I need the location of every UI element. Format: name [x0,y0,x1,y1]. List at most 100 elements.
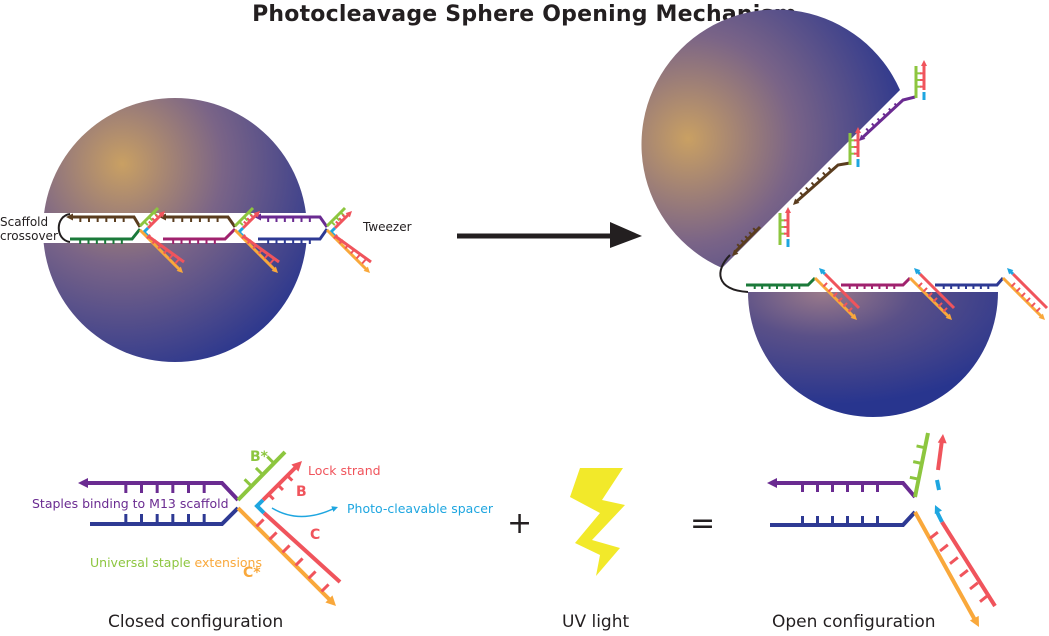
lock-strand-arrowhead [785,207,791,213]
scaffold-crossover-line2: crossover [0,229,58,243]
lock-tick [276,483,285,492]
tweezer-label: Tweezer [363,220,412,234]
open-sphere-strands [719,60,1049,320]
lock-strand-c [918,272,956,310]
staple-tick [827,166,832,172]
b-star-tick [148,216,154,222]
spacer-arrowhead [819,268,826,275]
closed-sphere-bottom-half [43,243,307,362]
b-star-tick [243,478,253,488]
lock-tick [154,214,160,219]
staple-tick [822,171,827,177]
staple-tick [816,176,821,182]
c-tick [333,234,338,240]
staple-tick [744,235,749,240]
c-tick [168,254,174,260]
c-tick [344,244,350,250]
b-star-tick [330,220,336,226]
b-star-strand [913,432,930,498]
c-tick [949,556,959,565]
open-sphere [641,9,1049,417]
staple-blue [770,510,917,527]
staple-tick [805,186,810,192]
staple-tick [740,239,745,244]
spacer-pointer [271,507,336,518]
lock-tick [338,217,343,222]
c-tick [1020,292,1026,298]
lock-strand-arrowhead [345,211,352,218]
open-sphere-top-hemisphere [641,9,900,269]
b-star-tick [238,220,244,226]
staple-lower [935,277,1005,287]
equals-sign: = [690,506,716,541]
staple-diagonal [860,95,916,140]
lock-strand-c [823,272,861,310]
lock-tick [243,220,248,226]
c-tick [163,249,168,255]
cleaved-tweezer-lower [813,268,861,320]
c-star-arrowhead [363,266,370,273]
spacer-arrowhead [1007,268,1014,275]
b-star-tick [909,475,919,481]
b-star-tick [243,216,249,222]
c-tick [1025,297,1031,303]
scaffold-crossover-label: Scaffold crossover [0,215,58,243]
tweezer [325,206,372,273]
staple-purple [84,481,240,502]
staple-arrowhead [254,213,261,221]
c-star-label: C* [243,565,261,581]
c-tick [294,557,304,567]
spacer-arrowhead [914,268,921,275]
c-tick [241,234,246,240]
c-tick [1015,287,1021,293]
closed-configuration-detail [78,450,342,606]
staple-tick [748,231,753,236]
c-tick [1035,307,1041,313]
staple-tick [876,117,881,123]
c-tick [258,249,263,255]
c-tick [937,302,943,308]
c-label: C [310,527,321,543]
lightning-bolt-icon [570,468,625,576]
c-tick [1030,302,1036,308]
spacer-fragment [935,479,941,491]
c-tick [837,297,843,303]
staple-tick [893,102,898,108]
c-tick [361,259,367,265]
c-star-arrowhead [969,615,979,627]
lock-strand-arrowhead [921,60,927,66]
lock-strand-b [936,439,944,471]
b-star-tick [254,466,265,477]
c-tick [979,594,989,603]
scaffold-crossover [57,213,71,243]
c-tick [827,287,833,293]
c-tick [151,239,157,245]
closed-configuration-caption: Closed configuration [108,612,284,632]
c-tick [307,570,317,580]
right-arrow-icon [457,222,642,248]
lock-strand-c [940,520,997,608]
open-configuration-detail [767,432,997,627]
spacer-arrowhead [934,505,943,514]
c-tick [822,282,828,288]
c-star-strand [236,506,332,602]
photo-cleavable-spacer [254,498,266,515]
c-star-arrowhead [176,266,183,273]
scaffold-crossover [719,254,749,293]
staple-tick [871,122,876,128]
c-star-strand [233,228,277,272]
staple-upper [258,215,329,228]
lock-tick [246,217,251,222]
b-star-tick [912,460,923,465]
tweezer [233,206,280,273]
c-star-strand [325,228,369,272]
c-tick [157,244,163,250]
staple-arrowhead [78,478,88,488]
lock-tick [341,214,347,219]
staple-arrowhead [767,478,777,488]
c-star-arrowhead [850,313,857,320]
c-tick [320,583,330,593]
c-star-arrowhead [945,313,952,320]
closed-sphere-top-half [44,98,306,213]
open-sphere-bottom-hemisphere [748,292,998,417]
